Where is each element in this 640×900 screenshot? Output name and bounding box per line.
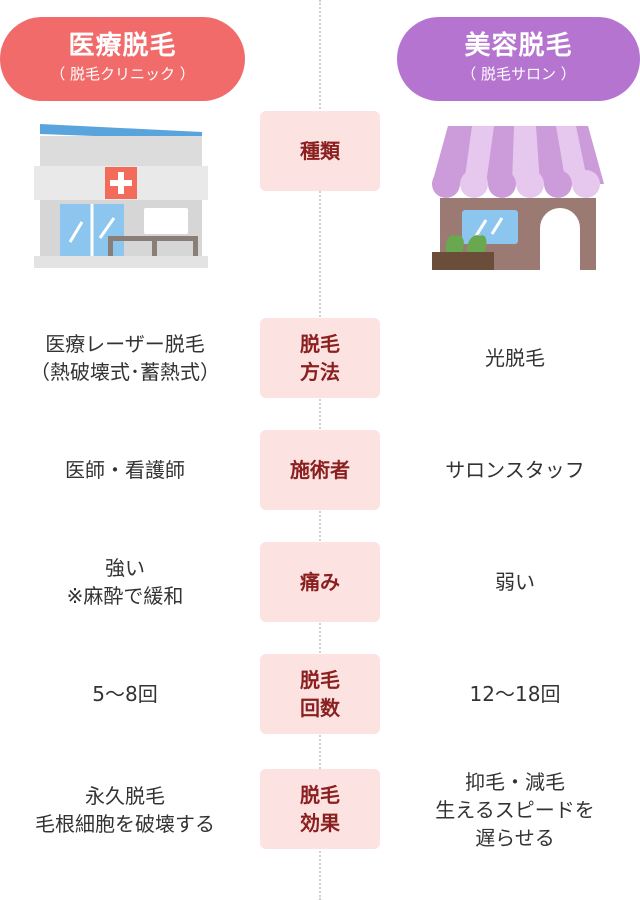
clinic-method-cell: 医療レーザー脱毛 （熱破壊式･蓄熱式） (0, 318, 250, 398)
clinic-practitioner-text: 医師・看護師 (65, 458, 185, 482)
salon-subtitle: （ 脱毛サロン ） (461, 65, 576, 83)
clinic-sessions-cell: 5～8回 (0, 654, 250, 734)
clinic-sessions-text: 5～8回 (92, 682, 158, 706)
salon-pain-cell: 弱い (390, 542, 640, 622)
row-label-effect-text: 脱毛 効果 (300, 783, 340, 835)
row-label-pain: 痛み (260, 542, 380, 622)
salon-effect-cell: 抑毛・減毛 生えるスピードを 遅らせる (390, 755, 640, 865)
clinic-effect-cell: 永久脱毛 毛根細胞を破壊する (0, 760, 250, 860)
salon-title: 美容脱毛 (464, 31, 573, 61)
clinic-practitioner-cell: 医師・看護師 (0, 430, 250, 510)
clinic-subtitle: （ 脱毛クリニック ） (50, 65, 195, 83)
row-label-sessions-text: 脱毛 回数 (300, 668, 340, 720)
clinic-effect-text: 永久脱毛 毛根細胞を破壊する (35, 784, 215, 836)
salon-header: 美容脱毛 （ 脱毛サロン ） (397, 17, 640, 101)
salon-pain-text: 弱い (495, 570, 535, 594)
salon-method-cell: 光脱毛 (390, 318, 640, 398)
salon-practitioner-text: サロンスタッフ (445, 458, 585, 482)
salon-sessions-cell: 12～18回 (390, 654, 640, 734)
row-label-pain-text: 痛み (300, 570, 340, 594)
salon-effect-text: 抑毛・減毛 生えるスピードを 遅らせる (435, 770, 595, 850)
clinic-pain-text: 強い ※麻酔で緩和 (66, 556, 184, 608)
salon-storefront-icon (428, 124, 606, 274)
row-label-type: 種類 (260, 111, 380, 191)
clinic-title: 医療脱毛 (68, 31, 177, 61)
row-label-type-text: 種類 (300, 139, 340, 163)
row-label-method-text: 脱毛 方法 (300, 332, 340, 384)
clinic-header: 医療脱毛 （ 脱毛クリニック ） (0, 17, 245, 101)
row-label-method: 脱毛 方法 (260, 318, 380, 398)
salon-sessions-text: 12～18回 (469, 682, 561, 706)
clinic-building-icon (34, 122, 212, 272)
row-label-effect: 脱毛 効果 (260, 769, 380, 849)
clinic-method-text: 医療レーザー脱毛 （熱破壊式･蓄熱式） (30, 332, 220, 384)
row-label-sessions: 脱毛 回数 (260, 654, 380, 734)
salon-method-text: 光脱毛 (485, 346, 545, 370)
row-label-practitioner-text: 施術者 (290, 458, 350, 482)
salon-practitioner-cell: サロンスタッフ (390, 430, 640, 510)
clinic-pain-cell: 強い ※麻酔で緩和 (0, 542, 250, 622)
row-label-practitioner: 施術者 (260, 430, 380, 510)
